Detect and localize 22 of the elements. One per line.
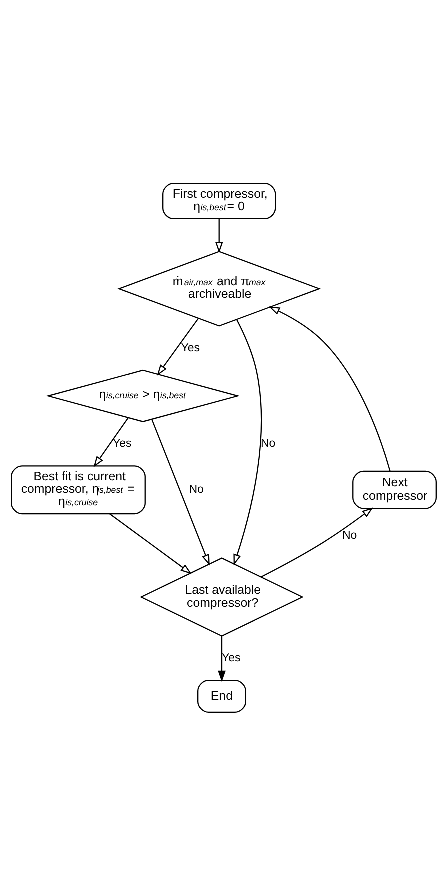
edge-label: Yes <box>181 342 200 354</box>
edge-label: Yes <box>113 438 132 450</box>
node-diamond: ṁair,max and πmax archiveable <box>118 250 322 326</box>
arrow <box>152 418 210 566</box>
edge-label: No <box>189 484 204 496</box>
edge-label: No <box>260 438 276 450</box>
node-box: First compressor, ηis,best= 0 <box>162 182 276 220</box>
node-diamond: Last available compressor? <box>140 557 304 636</box>
arrow <box>218 636 226 682</box>
node-box: Best fit is current compressor, ηis,best = ηis,cruise <box>11 465 146 514</box>
edge-label: No <box>342 530 358 542</box>
arrow <box>268 306 391 472</box>
node-box: End <box>198 679 246 713</box>
arrow <box>94 417 129 468</box>
arrow <box>234 319 262 566</box>
arrow <box>157 318 199 376</box>
arrow <box>215 218 224 253</box>
node-diamond: ηis,cruise > ηis,best <box>46 369 240 422</box>
arrow <box>260 507 374 578</box>
arrow <box>110 513 192 574</box>
edge-label: Yes <box>222 652 241 664</box>
node-box: Next compressor <box>352 470 437 509</box>
